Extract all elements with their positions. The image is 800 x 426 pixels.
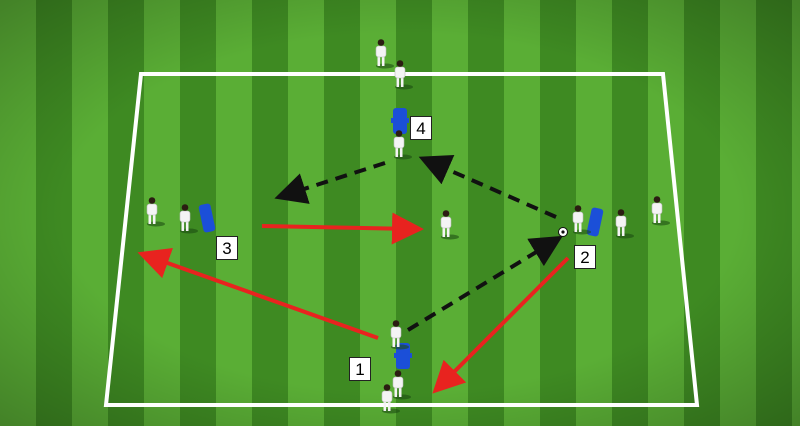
station-label-1: 1: [349, 357, 371, 381]
player-icon: [390, 320, 409, 350]
area-boundary: [103, 72, 700, 407]
player-icon: [179, 204, 198, 234]
run-arrow-3-to-center: [261, 212, 424, 245]
players: [146, 39, 670, 414]
player-icon: [392, 370, 411, 400]
station-label-2: 2: [574, 245, 596, 269]
player-icon: [393, 130, 412, 160]
player-icon: [572, 205, 591, 235]
station-label-3: 3: [216, 236, 238, 260]
player-icon: [394, 60, 413, 90]
ball-icon: [558, 227, 568, 237]
run-arrow-1-to-3: [137, 247, 379, 340]
pass-arrow-2-to-4: [418, 154, 557, 219]
station-label-4: 4: [410, 116, 432, 140]
player-icon: [146, 197, 165, 227]
pass-arrow-4-to-3: [274, 161, 386, 204]
player-icon: [375, 39, 394, 69]
mannequin-icon: [198, 203, 216, 233]
mannequins: [198, 108, 604, 369]
arrows: [137, 154, 570, 394]
pass-arrow-1-to-2: [406, 235, 563, 332]
player-icon: [381, 384, 400, 414]
player-icon: [615, 209, 634, 239]
player-icon: [651, 196, 670, 226]
mannequin-icon: [586, 207, 604, 237]
mannequin-icon: [394, 343, 412, 369]
player-icon: [440, 210, 459, 240]
mannequin-icon: [391, 108, 409, 134]
run-arrow-2-to-1: [432, 256, 570, 394]
